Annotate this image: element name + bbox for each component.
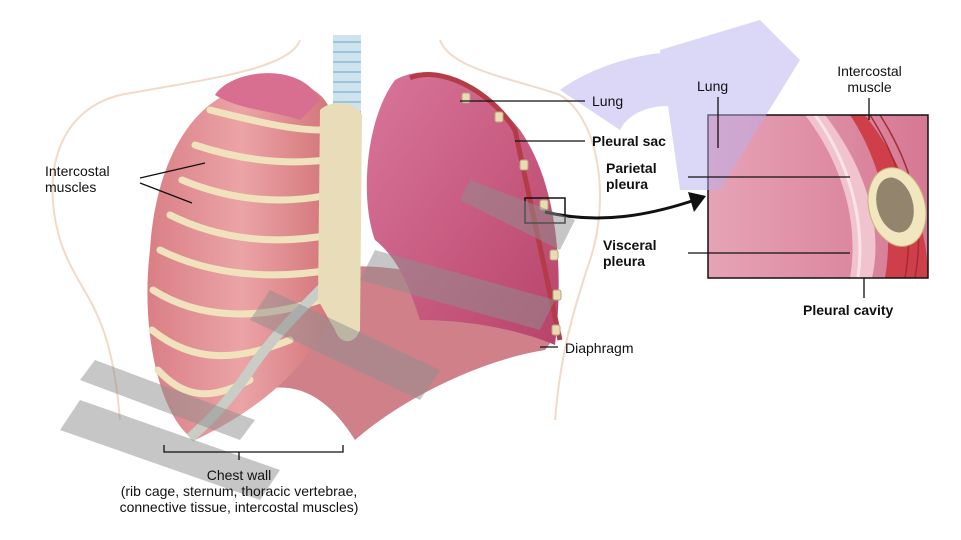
body-outline [51,39,601,421]
label-line: (rib cage, sternum, thoracic vertebrae, [120,483,358,499]
label-visceral-pleura: Visceral pleura [603,237,656,269]
label-chest-wall: Chest wall (rib cage, sternum, thoracic … [69,467,409,515]
label-pleural-cavity: Pleural cavity [803,302,894,318]
label-line: Parietal [606,160,657,176]
label-pleural-sac: Pleural sac [592,133,666,149]
label-diaphragm: Diaphragm [565,340,634,356]
label-line: muscle [847,79,892,95]
label-line: Visceral [603,237,657,253]
label-line: pleura [603,253,646,269]
sternum [318,103,362,342]
label-line: muscles [45,179,97,195]
label-inset-lung: Lung [697,78,729,94]
label-intercostal-muscles: Intercostal muscles [45,163,110,195]
label-line: Intercostal [837,63,902,79]
label-line: pleura [606,176,649,192]
label-lung: Lung [592,93,624,109]
watermark [60,20,800,500]
arrow [544,198,696,220]
label-line: Chest wall [206,467,272,483]
label-line: connective tissue, intercostal muscles) [119,499,359,515]
pleura-inset [707,114,929,279]
label-parietal-pleura: Parietal pleura [606,160,657,192]
label-line: Intercostal [45,163,110,179]
leader-lines [139,97,870,460]
label-intercostal-muscle: Intercostal muscle [822,63,917,95]
